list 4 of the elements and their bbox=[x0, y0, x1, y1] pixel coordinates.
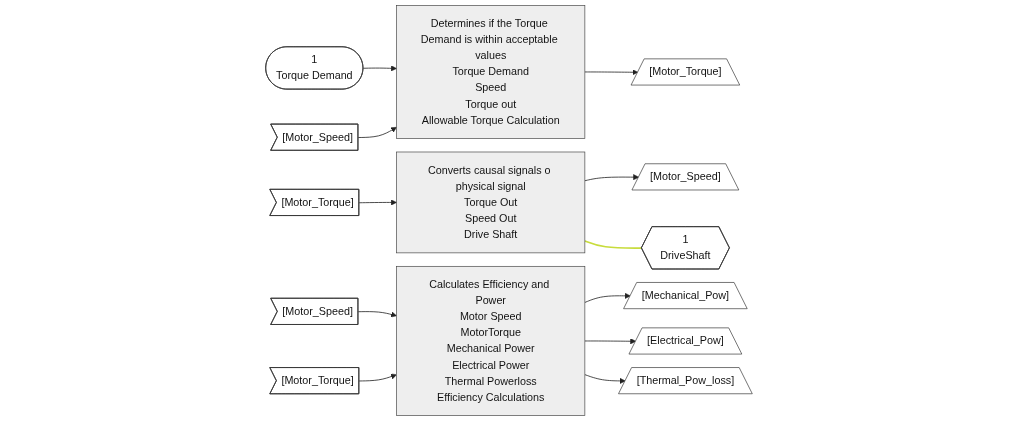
node-box: Converts causal signals o physical signal Torque Out Speed Out Drive Shaft bbox=[396, 151, 586, 254]
node-box: Determines if the Torque Demand is within acceptable values Torque Demand Speed Torque out Allowable Torque Calculation bbox=[396, 5, 586, 139]
connector bbox=[584, 240, 643, 249]
node-box: Calculates Efficiency and Power Motor Speed MotorTorque Mechanical Power Electrical Power Thermal Powerloss Efficiency Calculations bbox=[396, 266, 586, 416]
